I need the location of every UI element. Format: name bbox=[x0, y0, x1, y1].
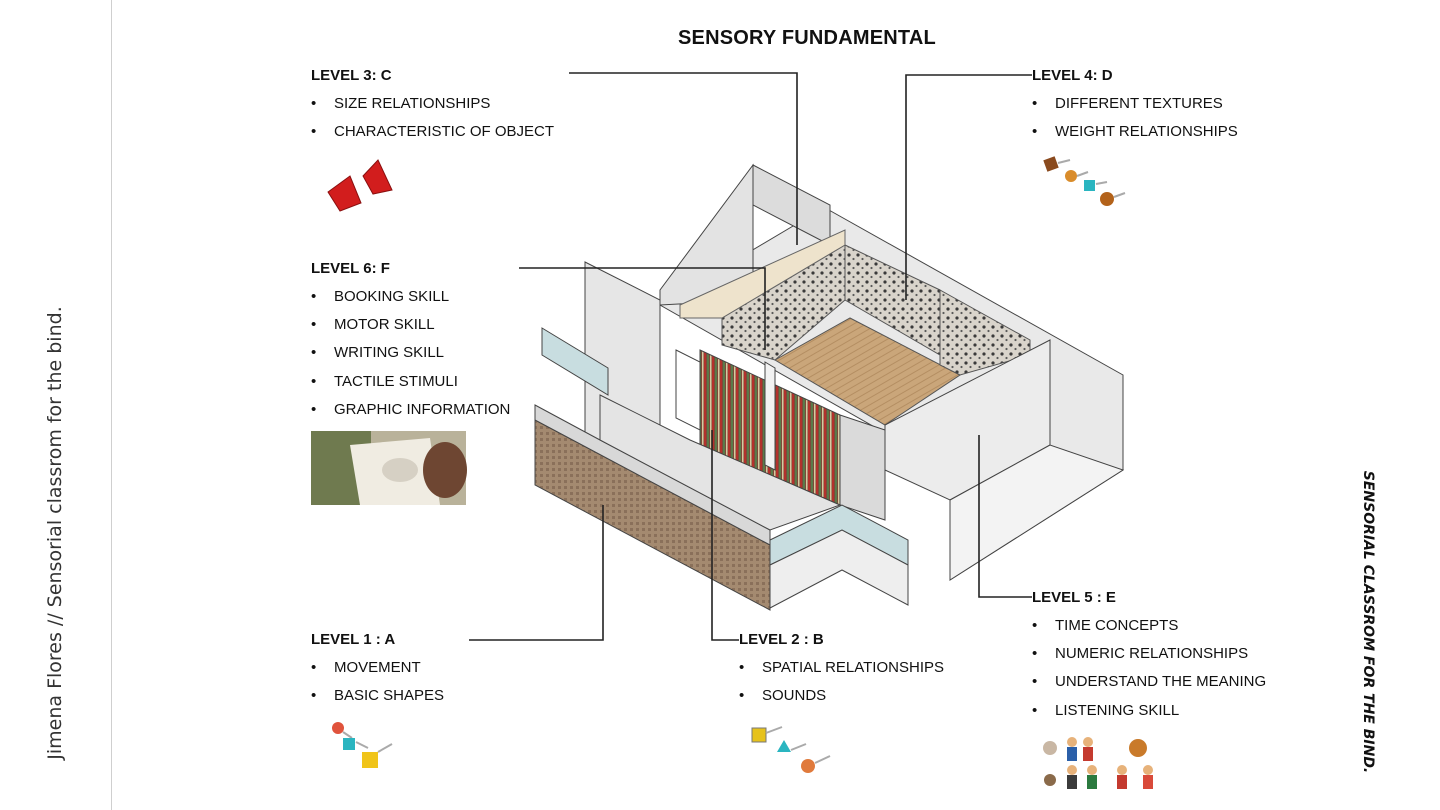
braille-book-photo bbox=[311, 431, 467, 505]
front-center-wall bbox=[839, 414, 886, 521]
classroom-isometric-model bbox=[534, 163, 1125, 611]
leader-level-2 bbox=[711, 430, 739, 641]
list-item: •GRAPHIC INFORMATION bbox=[311, 400, 511, 418]
leader-level-3 bbox=[569, 72, 798, 245]
right-room-floor bbox=[949, 444, 1125, 581]
list-item: •LISTENING SKILL bbox=[1032, 701, 1180, 719]
diagram-title: SENSORY FUNDAMENTAL bbox=[678, 27, 936, 49]
basic-shapes-pegs-icon bbox=[332, 722, 393, 768]
sound-cylinders-icon bbox=[751, 726, 831, 773]
glass-rail-left bbox=[541, 327, 609, 396]
list-item: •SIZE RELATIONSHIPS bbox=[311, 95, 491, 112]
list-item: •BASIC SHAPES bbox=[311, 687, 445, 705]
list-item: •SOUNDS bbox=[739, 687, 827, 705]
level-1-title: LEVEL 1 : A bbox=[311, 631, 396, 648]
front-base bbox=[769, 529, 909, 609]
red-triangle-blocks-icon bbox=[327, 159, 393, 212]
level-6-block: LEVEL 6: F •BOOKING SKILL •MOTOR SKILL •… bbox=[311, 260, 510, 429]
list-item: •WEIGHT RELATIONSHIPS bbox=[1032, 123, 1238, 141]
list-item: •MOVEMENT bbox=[311, 659, 421, 676]
list-item: •WRITING SKILL bbox=[311, 344, 445, 362]
leader-level-5 bbox=[978, 435, 1032, 598]
cream-panels bbox=[679, 229, 846, 319]
leader-level-4 bbox=[905, 74, 1032, 300]
level-6-title: LEVEL 6: F bbox=[311, 260, 390, 277]
level-1-block: LEVEL 1 : A •MOVEMENT •BASIC SHAPES bbox=[311, 631, 444, 715]
level-3-title: LEVEL 3: C bbox=[311, 67, 392, 84]
list-item: •DIFFERENT TEXTURES bbox=[1032, 95, 1223, 112]
level-2-title: LEVEL 2 : B bbox=[739, 631, 824, 648]
texture-pegs-icon bbox=[1043, 156, 1126, 206]
level-5-block: LEVEL 5 : E •TIME CONCEPTS •NUMERIC RELA… bbox=[1032, 589, 1266, 730]
list-item: •NUMERIC RELATIONSHIPS bbox=[1032, 645, 1249, 663]
list-item: •SPATIAL RELATIONSHIPS bbox=[739, 659, 944, 676]
list-item: •MOTOR SKILL bbox=[311, 316, 435, 334]
textured-wall-far bbox=[939, 289, 1031, 376]
level-4-title: LEVEL 4: D bbox=[1032, 67, 1113, 84]
leader-level-6 bbox=[519, 267, 766, 350]
list-item: •UNDERSTAND THE MEANING bbox=[1032, 673, 1267, 691]
toy-figures-icon bbox=[1043, 737, 1153, 789]
leader-lines bbox=[469, 72, 1032, 641]
doorway bbox=[675, 349, 701, 431]
level-2-block: LEVEL 2 : B •SPATIAL RELATIONSHIPS •SOUN… bbox=[739, 631, 944, 715]
column-front bbox=[764, 361, 776, 471]
balcony-deck bbox=[599, 394, 842, 531]
list-item: •TACTILE STIMULI bbox=[311, 372, 458, 390]
list-item: •BOOKING SKILL bbox=[311, 288, 450, 305]
level-4-block: LEVEL 4: D •DIFFERENT TEXTURES •WEIGHT R… bbox=[1032, 67, 1238, 151]
level-3-block: LEVEL 3: C •SIZE RELATIONSHIPS •CHARACTE… bbox=[311, 67, 554, 151]
left-divider-line bbox=[111, 0, 112, 810]
list-item: •TIME CONCEPTS bbox=[1032, 617, 1179, 634]
level-5-title: LEVEL 5 : E bbox=[1032, 589, 1116, 606]
leader-level-1 bbox=[469, 505, 604, 641]
list-item: •CHARACTERISTIC OF OBJECT bbox=[311, 123, 555, 141]
